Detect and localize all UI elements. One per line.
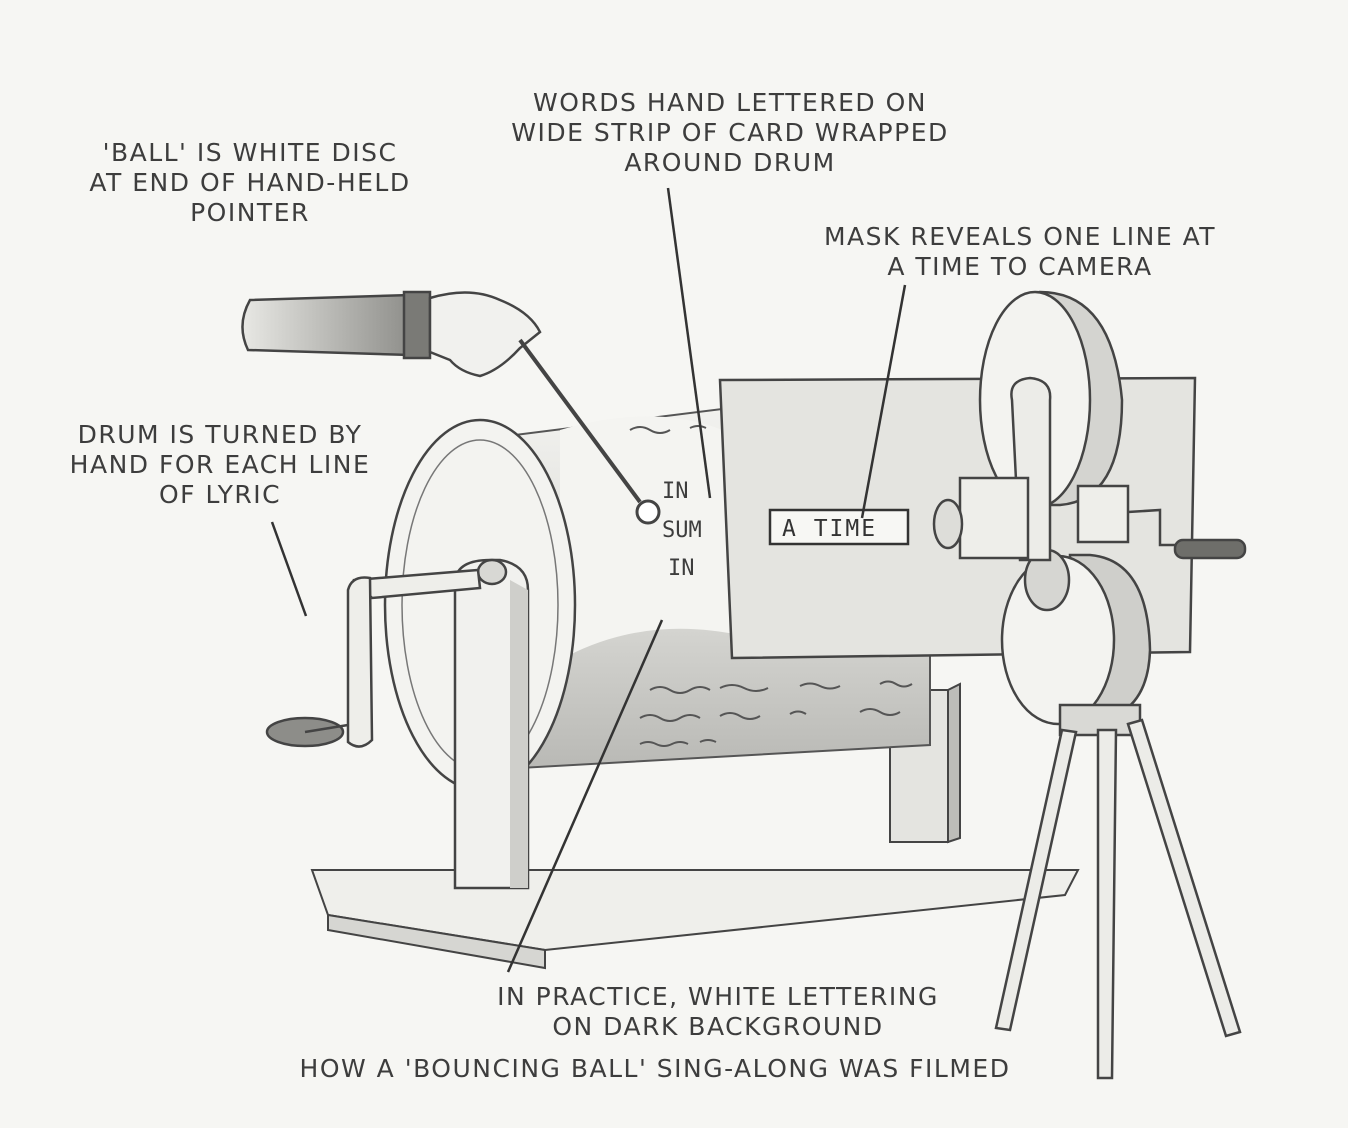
label-words: WORDS HAND LETTERED ON WIDE STRIP OF CAR… (511, 88, 949, 177)
hand-with-pointer (241, 290, 661, 525)
drum-lettering: IN SUM IN (662, 479, 702, 581)
label-practice: IN PRACTICE, WHITE LETTERING ON DARK BAC… (497, 982, 939, 1041)
tripod (994, 703, 1242, 1080)
diagram-title: HOW A 'BOUNCING BALL' SING-ALONG WAS FIL… (299, 1054, 1011, 1083)
drum-crank (265, 558, 508, 748)
base-board (310, 869, 1080, 970)
camera (932, 290, 1247, 726)
label-drum: DRUM IS TURNED BY HAND FOR EACH LINE OF … (69, 420, 371, 509)
callout-lines (270, 187, 907, 973)
drum-text-line2: SUM (662, 518, 702, 543)
mask-window-text: A TIME (782, 516, 877, 542)
drum-text-line3: IN (668, 556, 695, 581)
label-mask: MASK REVEALS ONE LINE AT A TIME TO CAMER… (823, 222, 1217, 281)
drum (473, 406, 931, 770)
front-support (453, 558, 530, 890)
label-ball: 'BALL' IS WHITE DISC AT END OF HAND-HELD… (89, 138, 411, 227)
drum-text-line1: IN (662, 479, 689, 504)
